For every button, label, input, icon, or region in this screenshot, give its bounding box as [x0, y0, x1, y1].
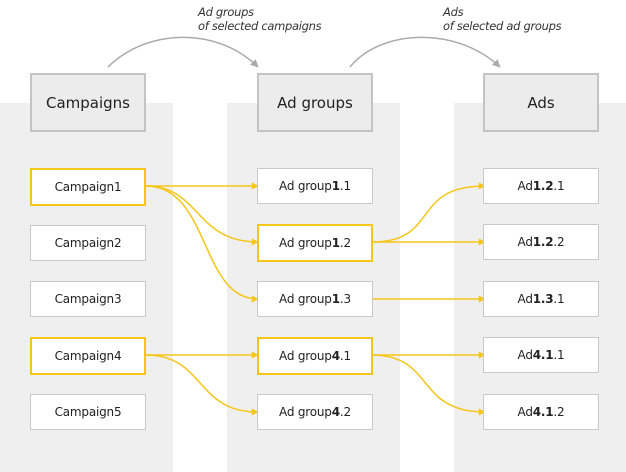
gray-arrow-adgroups-to-ads	[349, 36, 501, 68]
label-bold: 4	[331, 405, 340, 419]
label-rest: 2	[113, 236, 122, 250]
arrow-c1-ag13	[145, 185, 259, 303]
label-rest: 4	[113, 349, 122, 363]
label-bold: 4	[331, 349, 340, 363]
adgroup-1-1: Ad group 1.1	[257, 168, 373, 204]
label-bold: 1.3	[532, 292, 554, 306]
label-bold: 1	[331, 179, 340, 193]
arrow-ag12-ad121	[371, 182, 486, 243]
header-adgroups: Ad groups	[257, 73, 373, 132]
campaign-4: Campaign 4	[30, 337, 146, 375]
campaign-3: Campaign 3	[30, 281, 146, 317]
label-rest: .1	[553, 292, 565, 306]
adgroup-1-3: Ad group 1.3	[257, 281, 373, 317]
adgroup-1-2: Ad group 1.2	[257, 224, 373, 262]
label-bold: 1	[331, 292, 340, 306]
label-prefix: Ad group	[279, 292, 332, 306]
note-adgroups-line1: Ad groups	[198, 5, 254, 19]
label-rest: .1	[553, 179, 565, 193]
label-rest: .3	[339, 292, 351, 306]
label-prefix: Ad	[517, 292, 533, 306]
label-bold: 1	[331, 236, 340, 250]
label-prefix: Ad	[517, 348, 533, 362]
ad-4-1-1: Ad 4.1.1	[483, 337, 599, 373]
label-prefix: Ad group	[279, 179, 332, 193]
header-ads: Ads	[483, 73, 599, 132]
ad-4-1-2: Ad 4.1.2	[483, 394, 599, 430]
label-prefix: Ad group	[279, 405, 332, 419]
adgroup-4-2: Ad group 4.2	[257, 394, 373, 430]
label-prefix: Campaign	[54, 292, 115, 306]
label-rest: .2	[553, 405, 565, 419]
campaign-2: Campaign 2	[30, 225, 146, 261]
label-rest: .1	[339, 349, 351, 363]
note-ads: Ads of selected ad groups	[443, 5, 562, 33]
label-prefix: Ad	[517, 179, 533, 193]
label-prefix: Ad group	[279, 236, 332, 250]
label-rest: .2	[339, 405, 351, 419]
label-prefix: Campaign	[54, 180, 115, 194]
note-adgroups: Ad groups of selected campaigns	[198, 5, 322, 33]
campaign-1: Campaign 1	[30, 168, 146, 206]
label-prefix: Campaign	[54, 349, 115, 363]
label-prefix: Ad	[517, 405, 533, 419]
adgroup-4-1: Ad group 4.1	[257, 337, 373, 375]
note-ads-line1: Ads	[443, 5, 464, 19]
ad-1-2-2: Ad 1.2.2	[483, 224, 599, 260]
label-bold: 1.2	[532, 235, 554, 249]
gray-arrow-campaigns-to-adgroups	[107, 36, 259, 68]
label-prefix: Campaign	[54, 236, 115, 250]
label-bold: 4.1	[532, 405, 554, 419]
arrow-c1-ag12	[145, 185, 259, 246]
ad-1-2-1: Ad 1.2.1	[483, 168, 599, 204]
label-rest: .1	[339, 179, 351, 193]
label-rest: 1	[113, 180, 122, 194]
label-bold: 4.1	[532, 348, 554, 362]
header-campaigns: Campaigns	[30, 73, 146, 132]
label-bold: 1.2	[532, 179, 554, 193]
ad-1-3-1: Ad 1.3.1	[483, 281, 599, 317]
note-adgroups-line2: of selected campaigns	[198, 19, 322, 33]
label-rest: .2	[339, 236, 351, 250]
note-ads-line2: of selected ad groups	[443, 19, 562, 33]
label-rest: 5	[113, 405, 122, 419]
label-prefix: Campaign	[54, 405, 115, 419]
campaign-5: Campaign 5	[30, 394, 146, 430]
arrow-c4-ag42	[145, 354, 259, 416]
label-rest: .1	[553, 348, 565, 362]
label-prefix: Ad	[517, 235, 533, 249]
arrow-ag41-ad412	[371, 354, 486, 416]
label-rest: .2	[553, 235, 565, 249]
label-prefix: Ad group	[279, 349, 332, 363]
label-rest: 3	[113, 292, 122, 306]
